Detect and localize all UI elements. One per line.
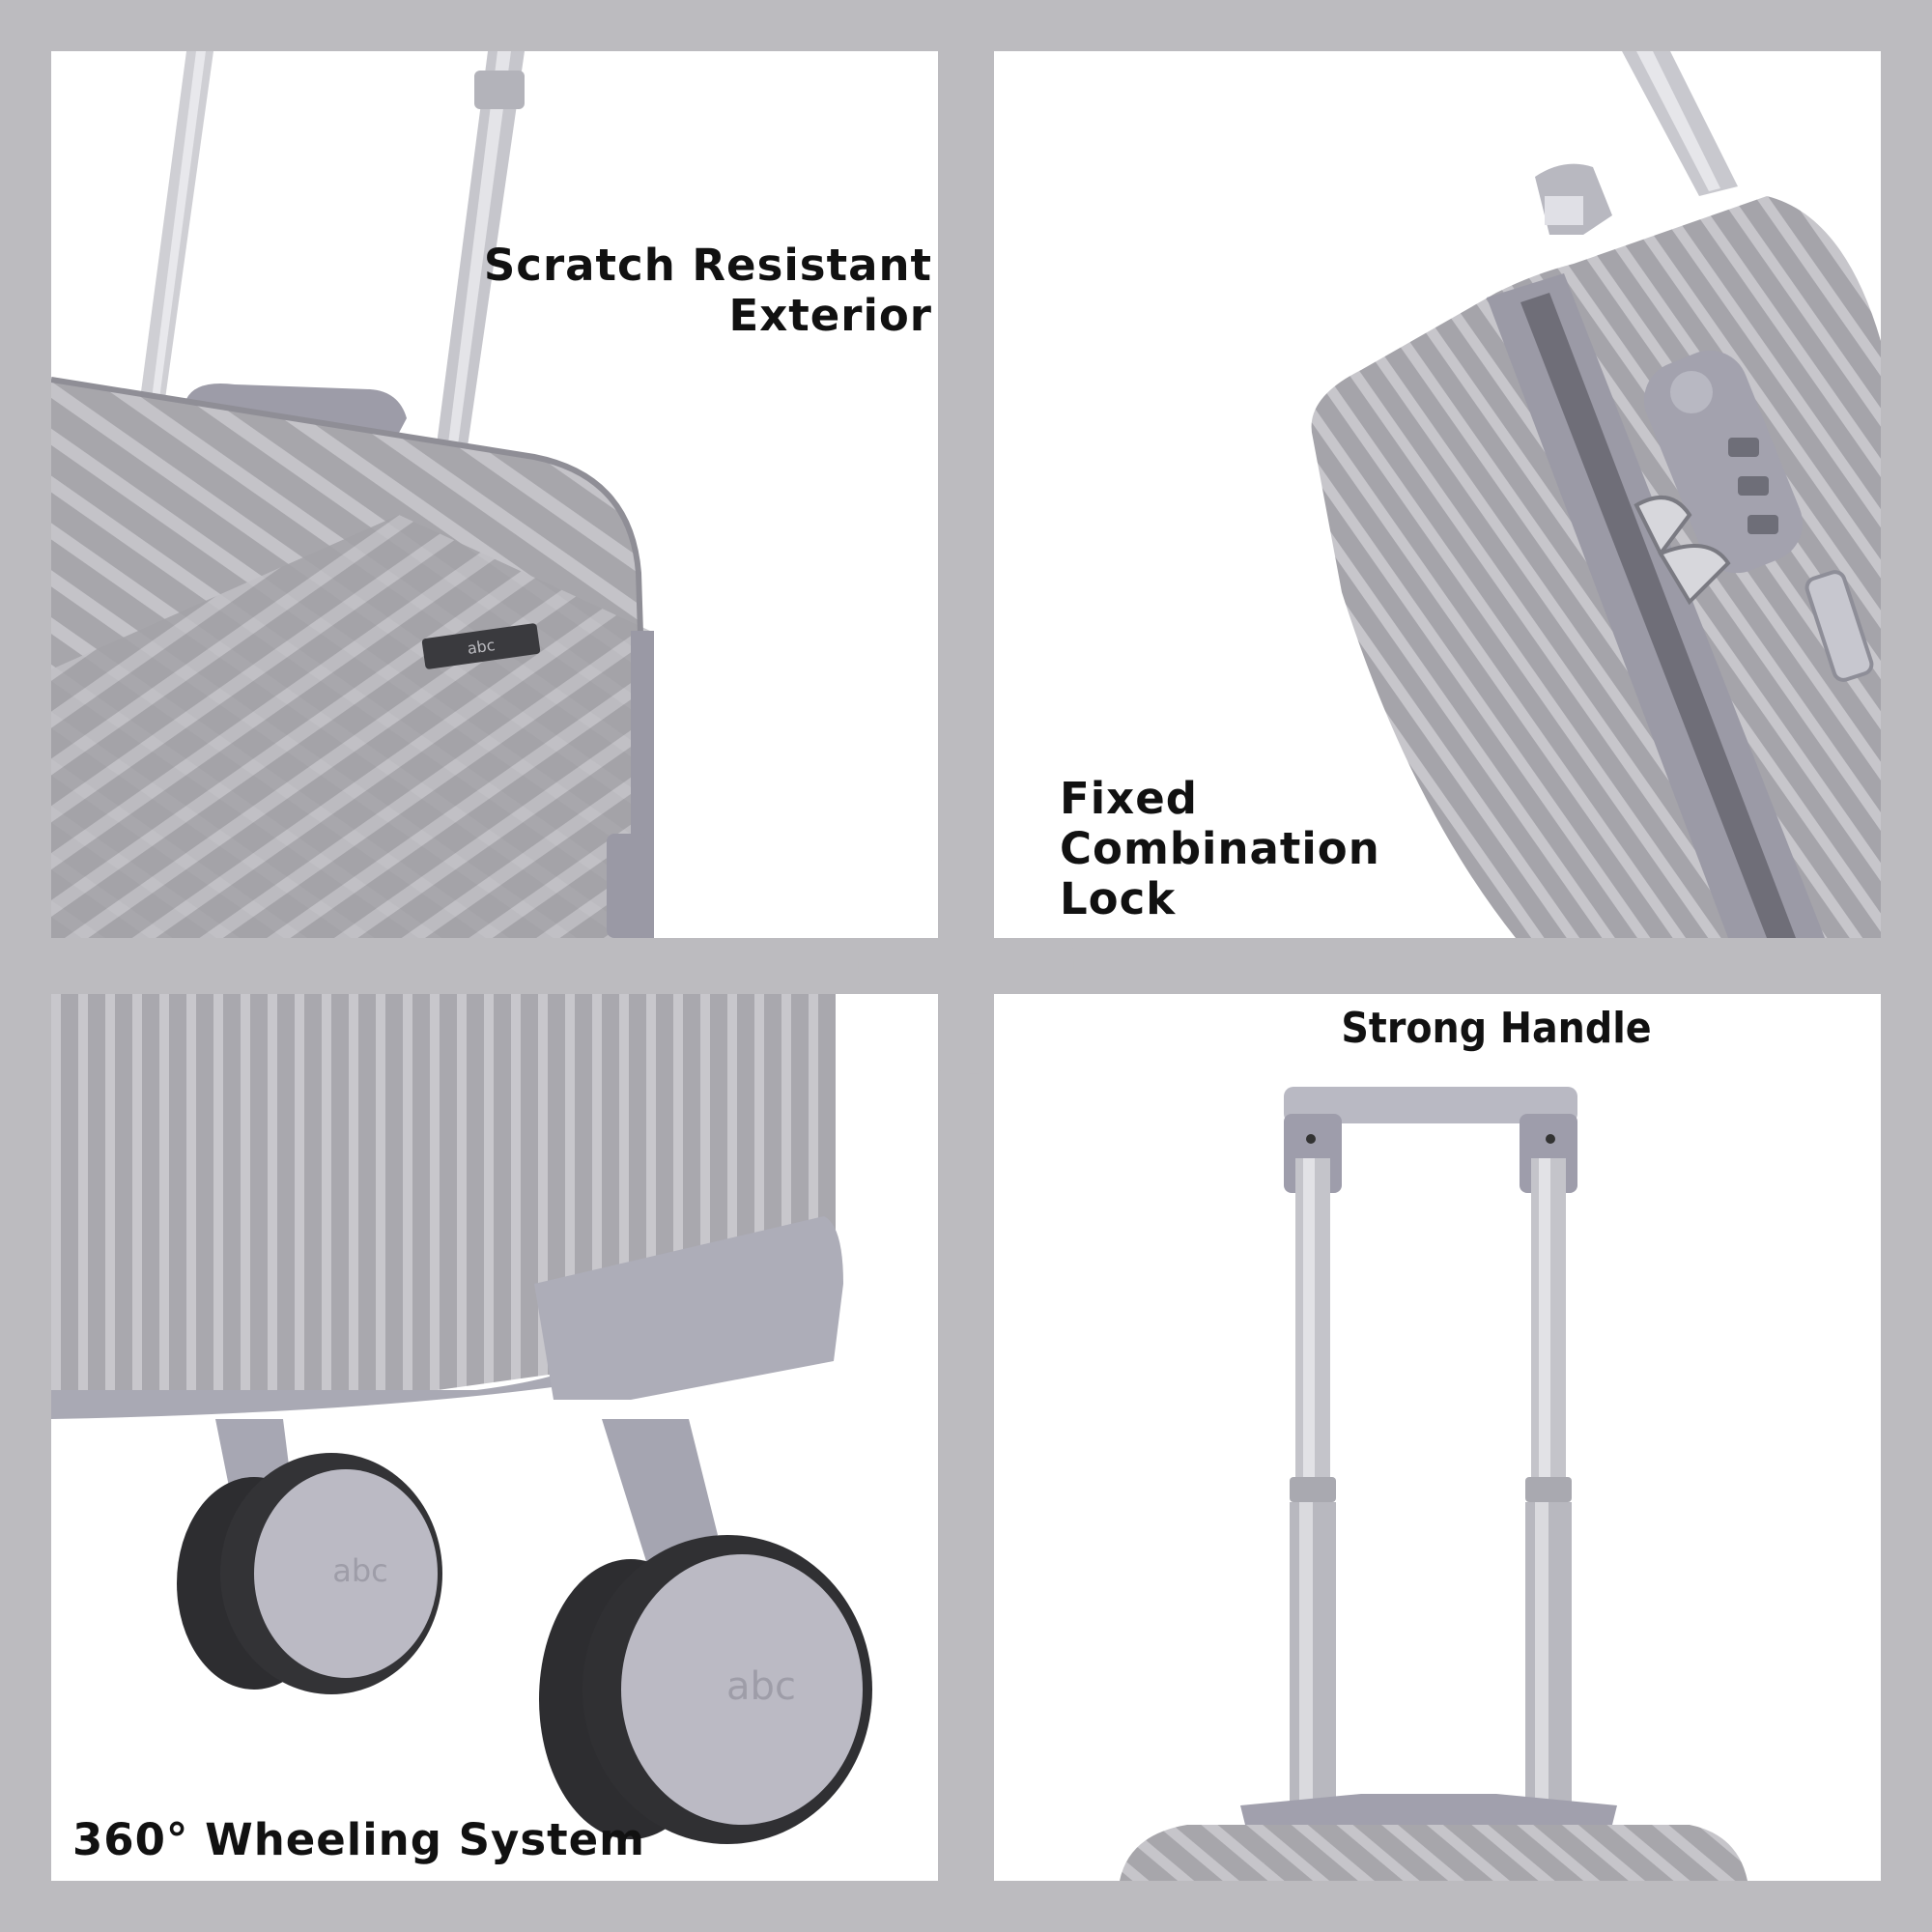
- caption-line-3: Lock: [1060, 873, 1177, 924]
- caption-line-1: Fixed: [1060, 773, 1198, 824]
- exterior-photo: abc: [51, 51, 654, 938]
- caption-combination-lock: Fixed Combination Lock: [1060, 774, 1446, 924]
- panel-handle: Strong Handle: [994, 994, 1881, 1881]
- panel-lock: Fixed Combination Lock: [994, 51, 1881, 938]
- caption-line-2: Combination: [1060, 823, 1380, 874]
- lock-photo: [1311, 51, 1881, 938]
- wheels-photo: abc abc: [51, 994, 872, 1844]
- brand-badge: abc: [467, 636, 497, 658]
- panel-exterior: abc Scratch Resistant Exterior: [51, 51, 938, 938]
- wheel-logo-left: abc: [332, 1552, 388, 1589]
- panel-wheels: abc abc 360° Wheeling System: [51, 994, 938, 1881]
- caption-line-2: Exterior: [728, 290, 932, 341]
- caption-line-1: Scratch Resistant: [483, 240, 932, 291]
- handle-photo: [1120, 1087, 1747, 1881]
- wheel-logo-right: abc: [726, 1664, 796, 1709]
- caption-strong-handle: Strong Handle: [1341, 1004, 1652, 1053]
- caption-scratch-resistant: Scratch Resistant Exterior: [430, 241, 932, 341]
- caption-wheeling-system: 360° Wheeling System: [72, 1814, 646, 1865]
